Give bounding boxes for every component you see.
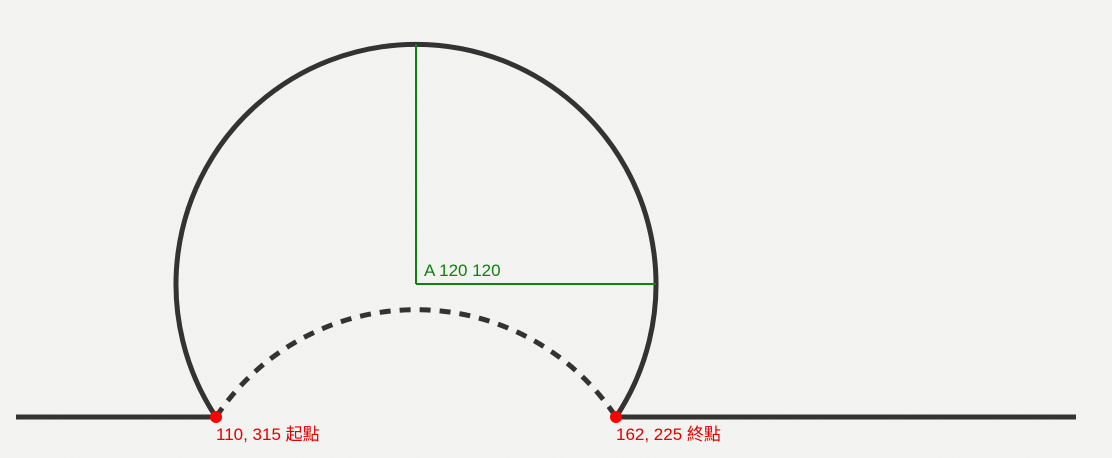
end-point-label: 162, 225 終點 <box>616 425 721 444</box>
start-point-label: 110, 315 起點 <box>216 425 320 444</box>
start-point-marker <box>210 411 222 423</box>
small-arc-path-dashed <box>213 307 619 419</box>
arc-command-label: A 120 120 <box>424 261 501 280</box>
end-point-marker <box>610 411 622 423</box>
